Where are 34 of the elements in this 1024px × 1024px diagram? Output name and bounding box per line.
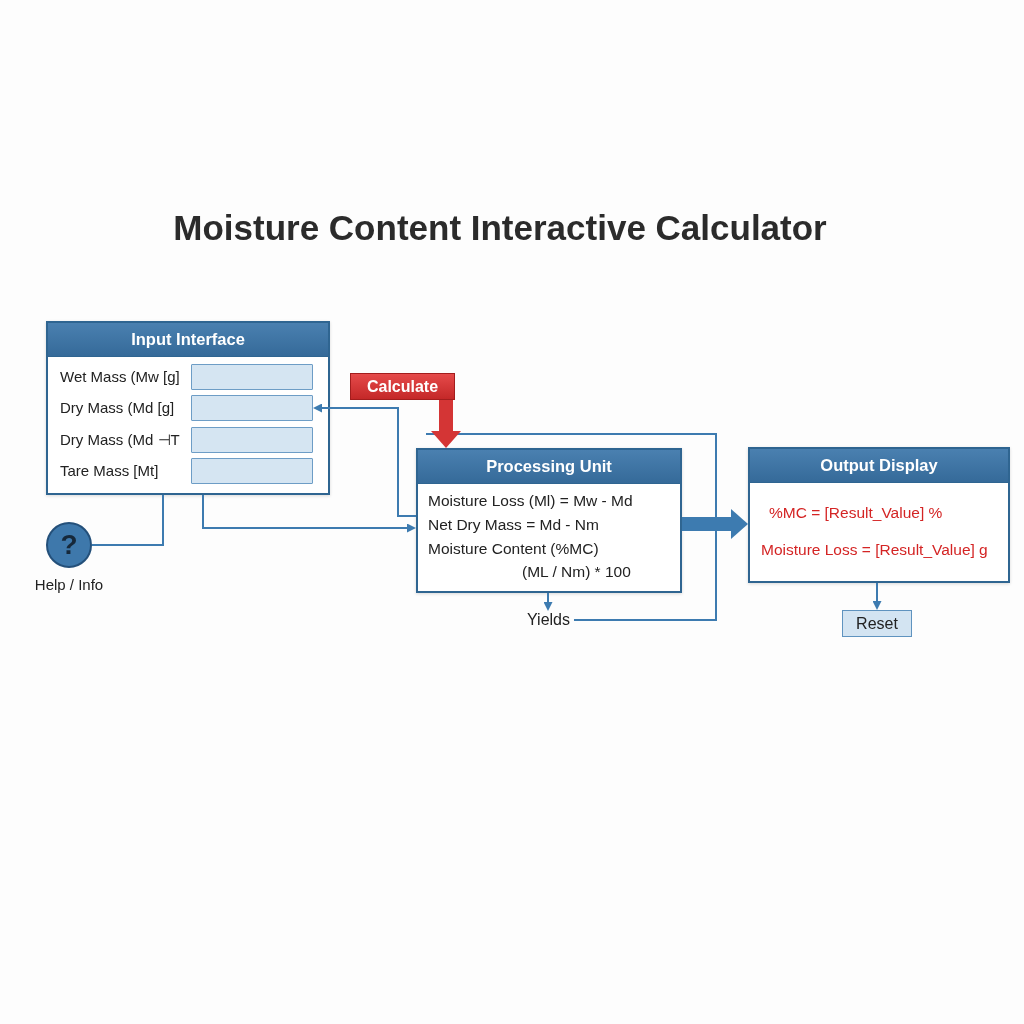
input-field — [191, 364, 313, 390]
diagram-title: Moisture Content Interactive Calculator — [173, 207, 827, 249]
panel-header: Output Display — [750, 449, 1008, 483]
formula-text: Net Dry Mass = Md - Nm — [428, 515, 599, 535]
formula-text: (ML / Nm) * 100 — [522, 562, 631, 582]
panel-header: Input Interface — [48, 323, 328, 357]
input-field — [191, 395, 313, 421]
arrow — [313, 403, 417, 517]
reset-button: Reset — [842, 610, 912, 637]
processing-panel — [416, 448, 682, 593]
output-panel — [748, 447, 1010, 583]
result-text: %MC = [Result_Value] % — [769, 503, 943, 523]
result-text: Moisture Loss = [Result_Value] g — [761, 540, 988, 560]
help-caption: Help / Info — [34, 576, 104, 594]
connector-line — [425, 433, 717, 621]
field-label: Dry Mass (Md ⊣T — [60, 431, 180, 449]
arrow — [202, 494, 416, 533]
field-label: Dry Mass (Md [g] — [60, 399, 175, 417]
field-label: Tare Mass [Mt] — [60, 462, 159, 480]
panel-header: Processing Unit — [418, 450, 680, 484]
formula-text: Moisture Content (%MC) — [428, 539, 599, 559]
calculate-button: Calculate — [350, 373, 455, 400]
formula-text: Moisture Loss (Ml) = Mw - Md — [428, 491, 633, 511]
input-panel — [46, 321, 330, 495]
arrow — [872, 582, 882, 610]
block-arrow — [682, 509, 748, 539]
input-field — [191, 458, 313, 484]
arrow — [543, 592, 553, 611]
help-button: ? — [46, 522, 92, 568]
input-field — [191, 427, 313, 453]
field-label: Wet Mass (Mw [g] — [60, 368, 180, 386]
connector-line — [91, 494, 164, 546]
block-arrow — [431, 400, 461, 448]
flow-label: Yields — [527, 611, 570, 629]
